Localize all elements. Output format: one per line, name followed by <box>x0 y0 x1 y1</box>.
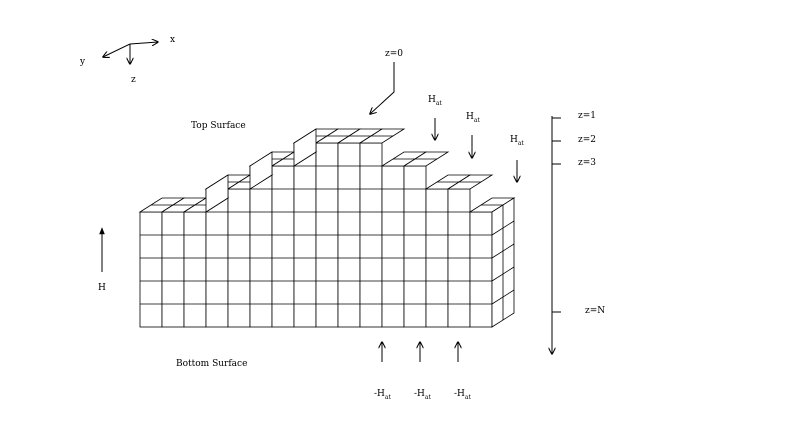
block-step-face <box>249 151 273 190</box>
block-column <box>161 211 185 328</box>
heat-bottom-3-label: -Hat <box>454 389 471 401</box>
block-column <box>469 211 493 328</box>
height-label: H <box>98 283 106 293</box>
y-axis-label: y <box>79 57 86 67</box>
axes-gizmo: x y z <box>79 35 175 85</box>
block-column <box>249 165 273 328</box>
layer-n-label: z=N <box>585 306 605 316</box>
block-step-face <box>205 174 229 213</box>
x-axis-label: x <box>170 35 175 45</box>
height-arrow: H <box>98 227 106 293</box>
z0-label: z=0 <box>385 49 403 59</box>
block-column <box>183 211 207 328</box>
top-surface-label: Top Surface <box>191 121 246 131</box>
z-axis-label: z <box>131 75 136 85</box>
block-column <box>403 165 427 328</box>
layer-1-label: z=1 <box>578 111 596 121</box>
block-column <box>381 165 405 328</box>
heat-top-1-label: Hat <box>428 95 442 107</box>
z0-pointer: z=0 <box>370 49 403 114</box>
heat-bottom-2-label: -Hat <box>414 389 431 401</box>
heat-bottom-1-label: -Hat <box>374 389 391 401</box>
heat-top-3-label: Hat <box>510 135 524 147</box>
block-column <box>271 165 295 328</box>
voxel-block-structure <box>138 128 516 328</box>
block-column <box>139 211 163 328</box>
bottom-surface-label: Bottom Surface <box>176 359 247 369</box>
depth-axis: z=1 z=2 z=3 z=N <box>552 111 605 354</box>
bottom-heat-flux: -Hat -Hat -Hat <box>374 342 471 401</box>
layer-3-label: z=3 <box>578 158 596 168</box>
heat-top-2-label: Hat <box>466 112 480 124</box>
block-step-face <box>293 128 317 167</box>
top-heat-flux: Hat Hat Hat <box>428 95 524 182</box>
layer-2-label: z=2 <box>578 135 596 145</box>
